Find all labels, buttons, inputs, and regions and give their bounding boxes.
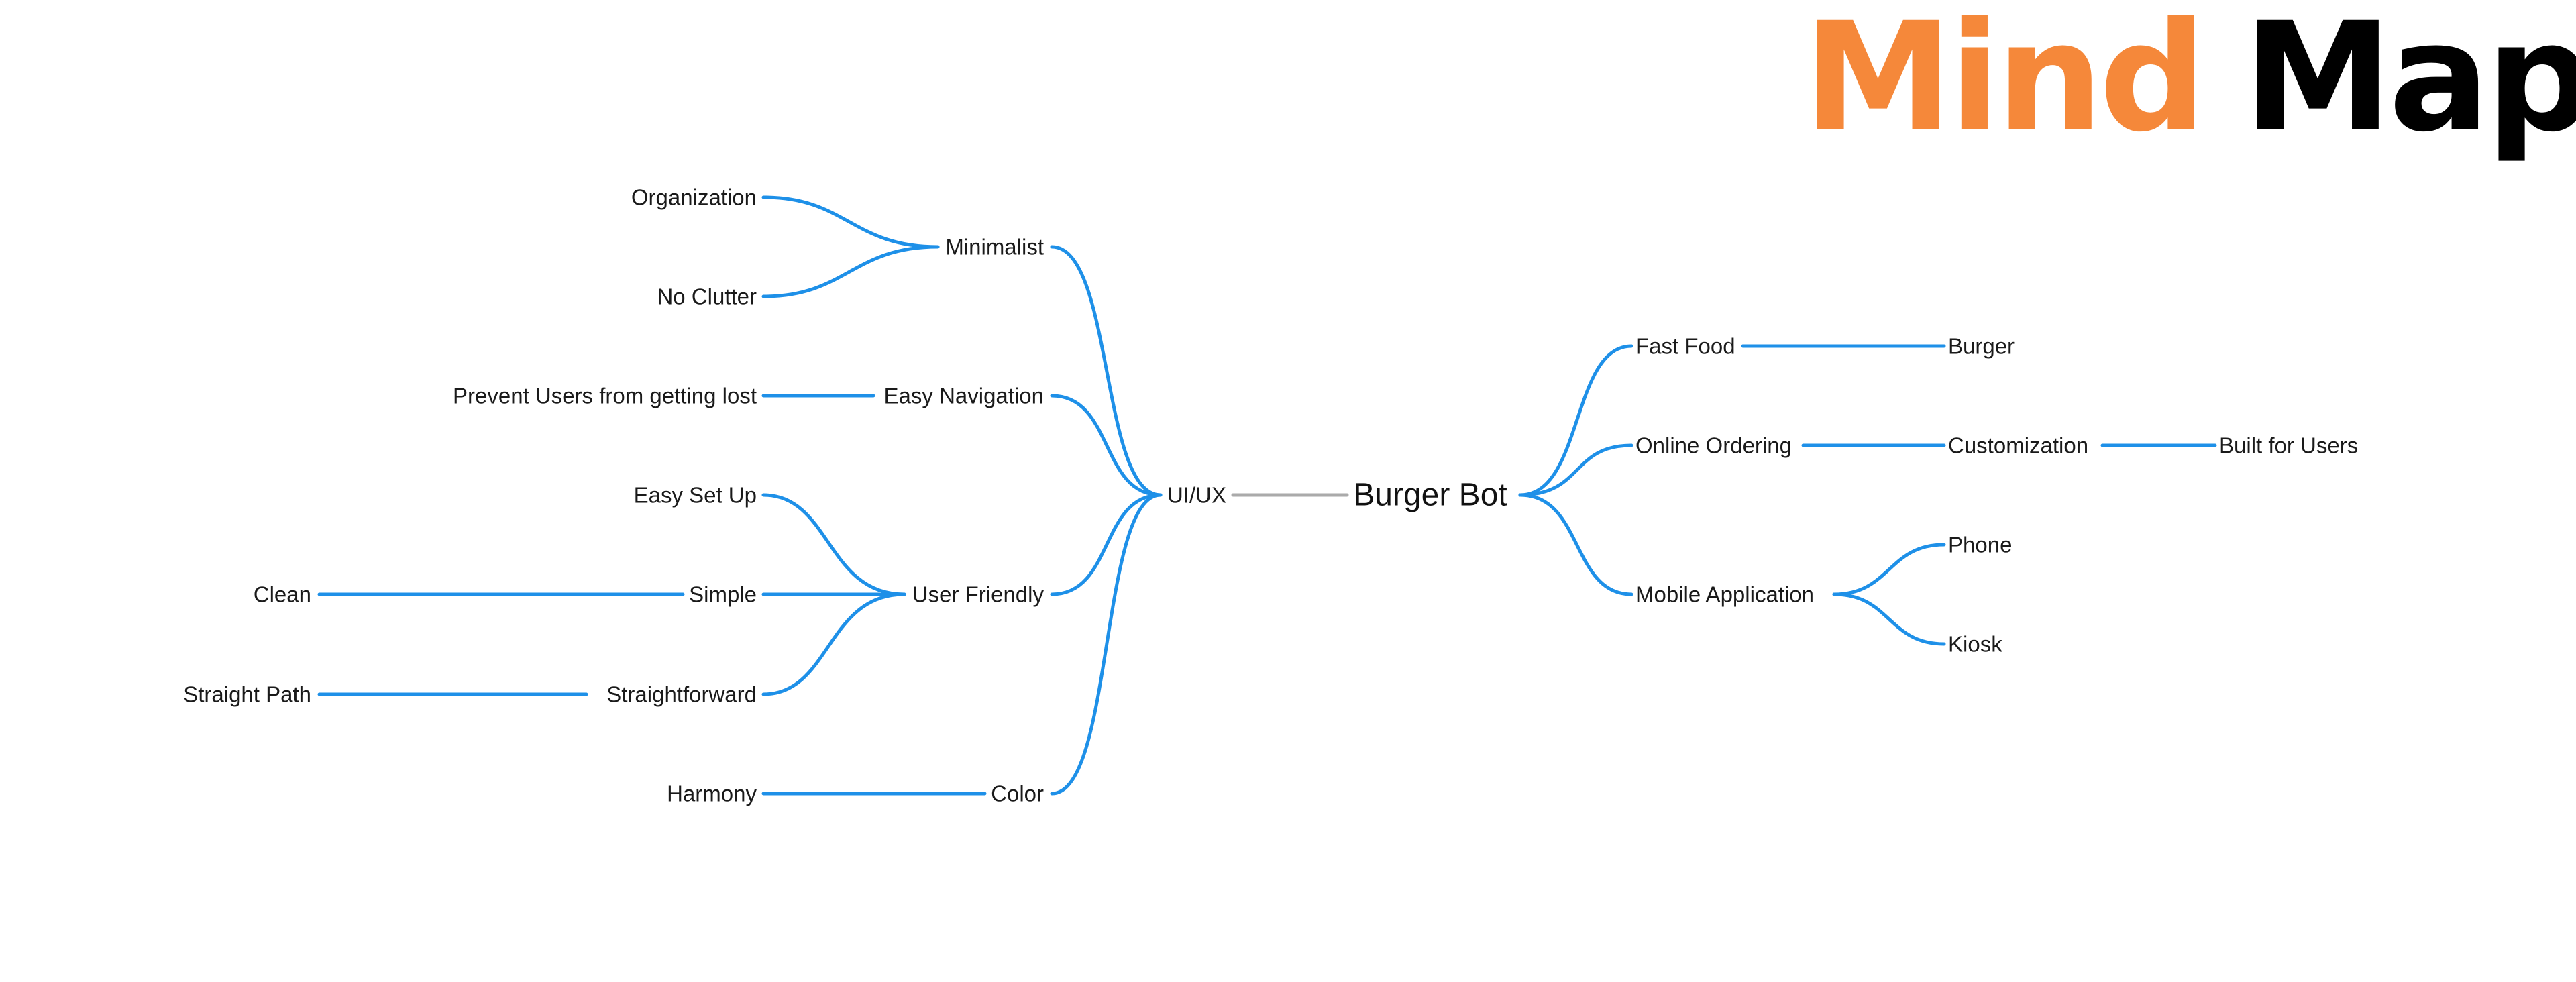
- node-harmony: Harmony: [667, 781, 757, 806]
- title-word-map: Map: [2243, 0, 2576, 165]
- link-user-friendly-straightforward: [761, 592, 906, 696]
- link-minimalist-no-clutter: [761, 245, 940, 298]
- connector-lines: [317, 195, 2217, 796]
- node-straightforward: Straightforward: [606, 682, 757, 707]
- node-organization: Organization: [631, 185, 757, 210]
- link-uiux-minimalist: [1050, 245, 1163, 497]
- node-burger: Burger: [1948, 334, 2015, 359]
- link-uiux-user-friendly: [1050, 493, 1163, 596]
- node-user-friendly: User Friendly: [912, 582, 1044, 607]
- node-minimalist: Minimalist: [945, 235, 1044, 260]
- node-prevent-lost: Prevent Users from getting lost: [453, 384, 757, 408]
- node-built-for-users: Built for Users: [2219, 433, 2358, 458]
- node-online-ordering: Online Ordering: [1635, 433, 1792, 458]
- node-phone: Phone: [1948, 533, 2012, 557]
- link-root-online-ordering: [1518, 443, 1633, 497]
- node-kiosk: Kiosk: [1948, 632, 2002, 657]
- node-easy-set-up: Easy Set Up: [634, 483, 757, 508]
- title-word-mind: Mind: [1803, 0, 2206, 165]
- node-straight-path: Straight Path: [183, 682, 311, 707]
- node-labels: Burger Bot UI/UX Minimalist Organization…: [183, 185, 2358, 806]
- link-root-mobile-application: [1518, 493, 1633, 596]
- link-uiux-color: [1050, 493, 1163, 796]
- node-no-clutter: No Clutter: [657, 284, 757, 309]
- node-mobile-application: Mobile Application: [1635, 582, 1814, 607]
- node-easy-navigation: Easy Navigation: [884, 384, 1044, 408]
- node-simple: Simple: [689, 582, 757, 607]
- node-uiux: UI/UX: [1167, 483, 1226, 508]
- node-clean: Clean: [254, 582, 311, 607]
- link-mobile-application-kiosk: [1832, 592, 1946, 646]
- node-fast-food: Fast Food: [1635, 334, 1735, 359]
- link-minimalist-organization: [761, 195, 940, 249]
- link-user-friendly-easy-set-up: [761, 493, 906, 596]
- link-mobile-application-phone: [1832, 543, 1946, 596]
- node-color: Color: [991, 781, 1044, 806]
- node-customization: Customization: [1948, 433, 2088, 458]
- link-root-fast-food: [1518, 344, 1633, 497]
- link-uiux-easy-navigation: [1050, 394, 1163, 497]
- node-burger-bot: Burger Bot: [1353, 478, 1507, 513]
